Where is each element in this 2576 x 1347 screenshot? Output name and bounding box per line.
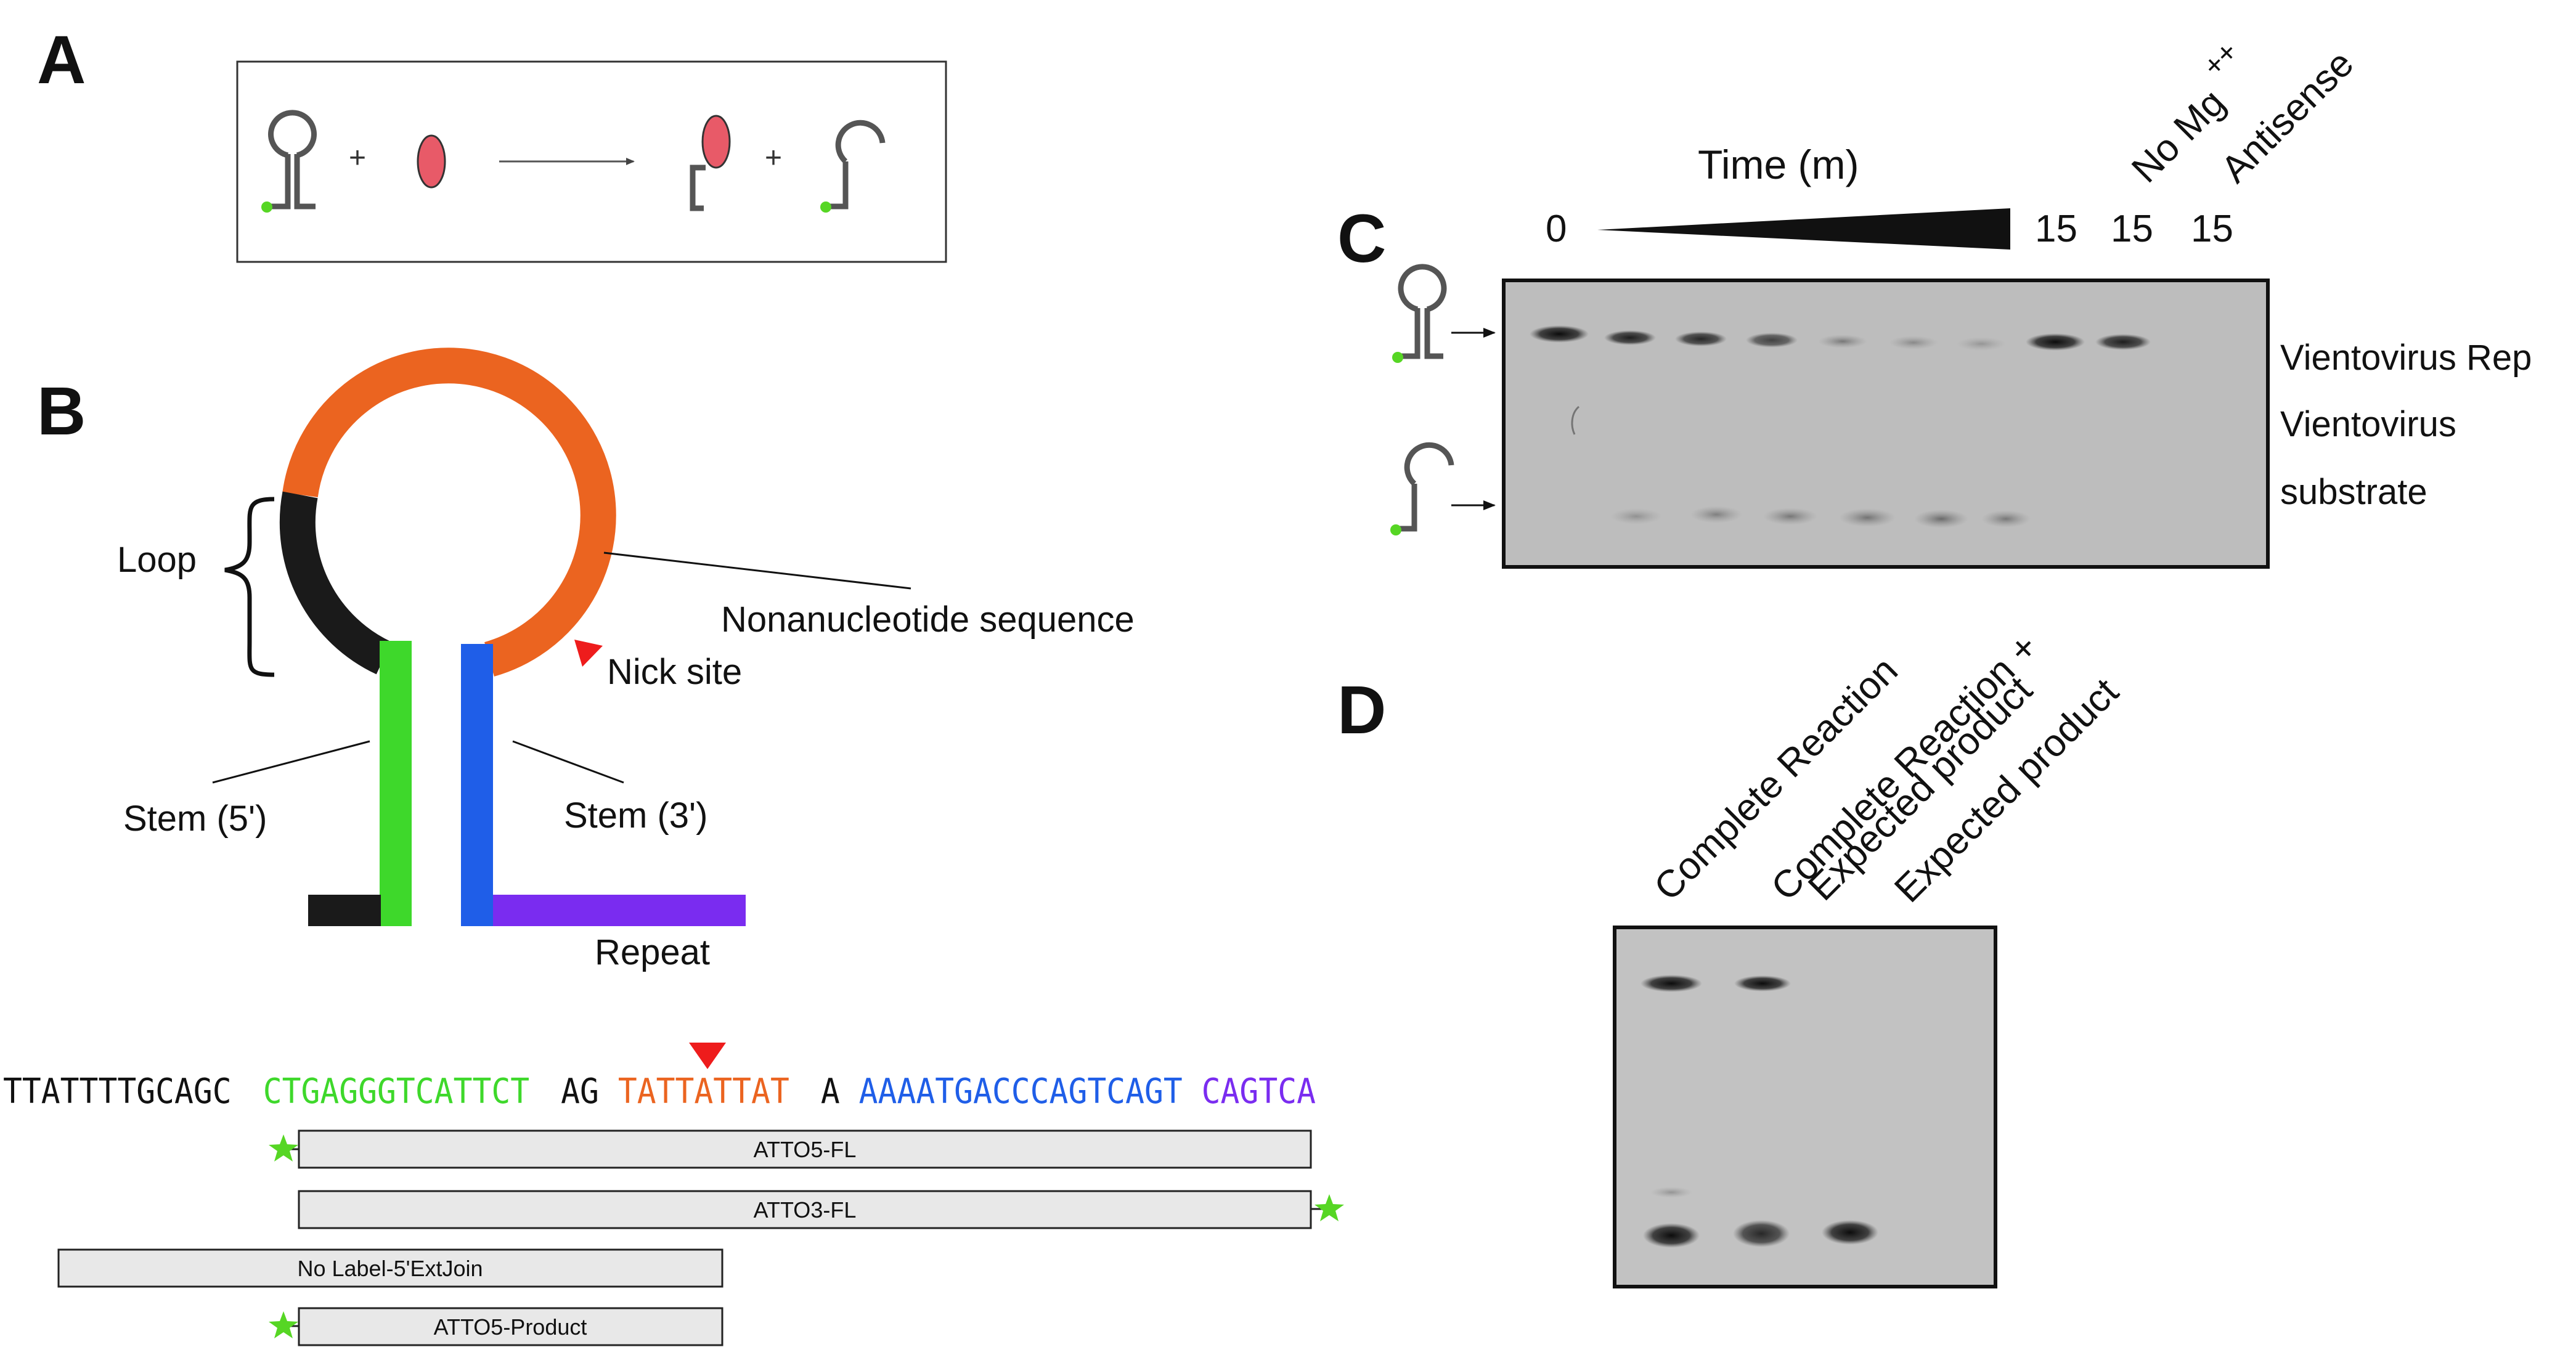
sequence-line: TTATTTTGCAGC CTGAGGGTCATTCT AG TATTATTAT… — [3, 1072, 1316, 1112]
gel-c-bands — [1530, 325, 2151, 528]
rep-protein-bound-icon — [701, 115, 731, 169]
stem5-leader — [212, 740, 370, 784]
band-substrate-lane-6 — [1889, 336, 1938, 349]
band-product-lane-6 — [1914, 510, 1968, 528]
stem-5-prime — [380, 641, 412, 926]
no-mg-label: No Mg — [2124, 81, 2233, 191]
band-substrate-lane-7 — [1957, 337, 2006, 351]
mg-superscript: ++ — [2197, 35, 2244, 83]
band-d-bottom-lane-3 — [1822, 1220, 1878, 1245]
fluorophore-star-icon — [269, 1134, 298, 1162]
band-substrate-lane-9 — [2095, 334, 2151, 350]
stem-3-prime — [461, 644, 493, 926]
band-substrate-lane-3 — [1675, 332, 1727, 346]
repeat-segment — [493, 895, 746, 926]
lane-label-15-nomg: 15 — [2111, 208, 2153, 250]
seq-loop-a: A — [821, 1072, 840, 1112]
repeat-label: Repeat — [595, 932, 710, 972]
seq-nonanucleotide: TATTATTAT — [618, 1072, 789, 1112]
gel-d-bands — [1641, 975, 1878, 1248]
hairpin-substrate-icon — [1398, 264, 1447, 359]
oligo-bar-atto3-fl — [298, 1190, 1312, 1229]
fluorophore-star-icon — [269, 1311, 298, 1338]
oligo-bar-no-label — [57, 1248, 723, 1288]
gel-c-label-rep: Vientovirus Rep — [2280, 338, 2532, 378]
band-product-lane-5 — [1839, 508, 1896, 527]
band-d-top-lane-1 — [1641, 975, 1702, 992]
stem3-label: Stem (3') — [564, 796, 707, 836]
oligo-label-atto3-fl: ATTO3-FL — [754, 1197, 857, 1223]
seq-stem5: CTGAGGGTCATTCT — [263, 1072, 529, 1112]
seq-5prime-tail: TTATTTTGCAGC — [3, 1072, 232, 1112]
band-d-top-lane-2 — [1734, 975, 1791, 991]
seq-repeat: CAGTCA — [1202, 1072, 1316, 1112]
panel-label-b: B — [37, 373, 86, 449]
cleaved-product-icon — [1396, 442, 1454, 532]
band-substrate-lane-1 — [1530, 325, 1589, 343]
gel-streak — [1571, 405, 1580, 435]
fluorophore-dot — [261, 201, 272, 213]
nick-site-label: Nick site — [607, 652, 742, 692]
oligo-label-no-label: No Label-5'ExtJoin — [297, 1256, 483, 1281]
gel-c-label-substrate: substrate — [2280, 472, 2427, 512]
stem3-leader — [512, 740, 624, 784]
loop-brace — [224, 497, 275, 677]
band-substrate-lane-2 — [1604, 330, 1656, 345]
loop-orange-arc — [282, 348, 616, 677]
oligo-label-atto5-fl: ATTO5-FL — [754, 1137, 857, 1162]
band-substrate-lane-5 — [1818, 335, 1867, 348]
oligo-label-atto5-product: ATTO5-Product — [434, 1314, 587, 1340]
panel-label-d: D — [1337, 672, 1386, 748]
fluorophore-dot — [1390, 524, 1401, 535]
time-gradient-wedge — [1597, 208, 2010, 250]
panel-label-a: A — [37, 22, 86, 98]
lane-label-15-antisense: 15 — [2191, 208, 2233, 250]
band-substrate-lane-4 — [1746, 333, 1798, 348]
nonanucleotide-leader — [603, 551, 911, 590]
seq-loop-ag: AG — [561, 1072, 599, 1112]
panel-a-box — [236, 60, 947, 263]
nonanucleotide-label: Nonanucleotide sequence — [721, 600, 1135, 640]
band-substrate-lane-8 — [2026, 333, 2085, 351]
fluorophore-star-icon — [1314, 1194, 1344, 1221]
band-d-bottom-lane-1 — [1643, 1223, 1700, 1248]
fluorophore-dot — [1392, 352, 1403, 363]
nick-site-marker — [574, 640, 603, 667]
band-d-bottom-lane-2 — [1733, 1220, 1790, 1247]
panel-label-c: C — [1337, 201, 1386, 277]
lane-label-15: 15 — [2035, 208, 2077, 250]
fluorophore-dot — [820, 201, 831, 213]
loop-black-arc — [279, 491, 392, 675]
hairpin-substrate-icon — [268, 110, 317, 210]
sequence-nick-marker — [689, 1043, 726, 1069]
band-d-faint-lane-1 — [1650, 1187, 1692, 1198]
stem5-label: Stem (5') — [123, 799, 267, 839]
cleaved-product-icon — [826, 120, 886, 210]
time-label: Time (m) — [1698, 142, 1859, 187]
tail-5-prime — [308, 895, 381, 926]
gel-c-label-vientovirus: Vientovirus — [2280, 404, 2456, 444]
band-product-lane-7 — [1981, 510, 2031, 527]
cleaved-with-protein-icon — [690, 165, 706, 211]
plus-2: + — [765, 142, 782, 174]
lane-label-0: 0 — [1546, 208, 1567, 250]
plus-1: + — [349, 142, 366, 174]
band-product-lane-2 — [1610, 508, 1662, 524]
loop-label: Loop — [117, 540, 197, 580]
band-product-lane-4 — [1763, 508, 1817, 525]
seq-stem3: AAAATGACCCAGTCAGT — [859, 1072, 1183, 1112]
rep-protein-icon — [417, 134, 446, 189]
band-product-lane-3 — [1690, 506, 1742, 523]
oligo-bar-atto5-fl — [298, 1129, 1312, 1169]
